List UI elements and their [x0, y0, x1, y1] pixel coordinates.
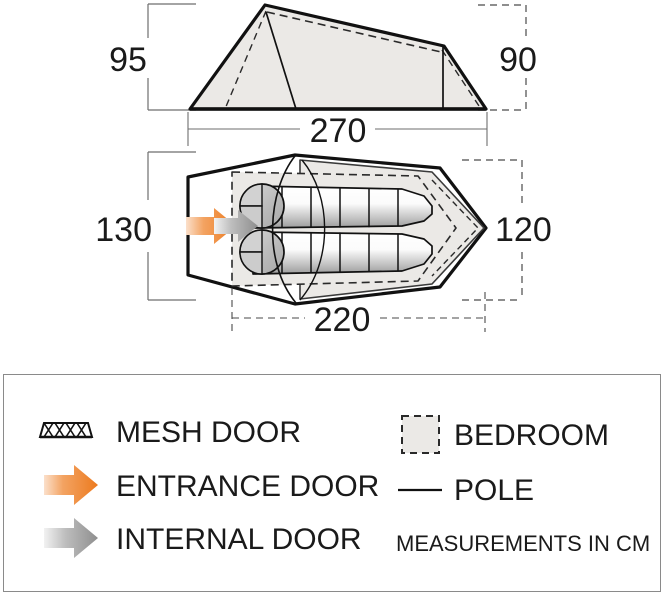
dimension-label-height-left: 95 — [109, 41, 147, 79]
legend-item-entrance-door: ENTRANCE DOOR — [44, 465, 379, 505]
tent-side-elevation — [188, 3, 488, 111]
plan-vestibule-tip-inner — [431, 179, 479, 277]
elevation-inner-front-dashed — [224, 10, 267, 110]
plan-pole-arc — [271, 155, 297, 304]
dimension-label-length: 270 — [310, 112, 367, 150]
tent-floor-plan — [186, 153, 488, 306]
sleeping-bag-top-hood — [239, 183, 263, 207]
elevation-height-right-dimension: 90 — [478, 4, 537, 111]
grey-arrow-icon — [44, 518, 98, 558]
orange-arrow-icon — [44, 465, 98, 505]
mesh-door-icon — [38, 422, 94, 439]
legend-label-internal-door: INTERNAL DOOR — [116, 523, 362, 556]
legend-item-internal-door: INTERNAL DOOR — [44, 518, 362, 558]
plan-entrance-door-arrow — [186, 208, 236, 244]
sleeping-bag-top-body — [252, 185, 433, 229]
legend-label-mesh-door: MESH DOOR — [116, 416, 301, 449]
sleeping-bag-bottom-hood-lower — [239, 251, 263, 275]
dimension-label-width-right: 120 — [495, 211, 552, 249]
tent-drawing-area: 95 90 270 — [95, 3, 552, 339]
dashed-square-icon — [401, 415, 440, 454]
legend-item-pole: POLE — [398, 474, 534, 507]
sleeping-bag-bottom-hood — [239, 229, 263, 253]
plan-pole-arc-secondary — [299, 159, 326, 301]
plan-width-right-dimension: 120 — [462, 159, 552, 301]
elevation-fly-body — [188, 3, 488, 111]
dimension-label-height-right: 90 — [499, 41, 537, 79]
dimension-label-width-left: 130 — [95, 211, 152, 249]
legend-label-pole: POLE — [454, 474, 534, 507]
elevation-height-left-dimension: 95 — [109, 3, 196, 111]
elevation-inner-ridge-dashed — [266, 11, 442, 53]
legend-item-bedroom: BEDROOM — [401, 415, 609, 454]
sleeping-bag-top-ribs — [281, 186, 399, 228]
legend-measurements-note: MEASUREMENTS IN CM — [396, 531, 650, 556]
plan-sleeping-bag-top — [239, 183, 433, 229]
plan-sleeping-bag-bottom — [239, 229, 433, 275]
sleeping-bag-bottom-body — [252, 231, 433, 275]
dimension-label-bedroom-length: 220 — [314, 301, 371, 339]
elevation-length-dimension: 270 — [187, 112, 488, 150]
plan-internal-door-arrow — [214, 210, 258, 242]
legend-item-mesh-door: MESH DOOR — [38, 416, 301, 449]
plan-width-left-dimension: 130 — [95, 151, 196, 301]
elevation-pole-front — [265, 11, 297, 110]
legend-label-entrance-door: ENTRANCE DOOR — [116, 470, 379, 503]
legend-label-bedroom: BEDROOM — [454, 419, 609, 452]
legend-content: MESH DOOR ENTRANCE DOOR INTERNAL DOOR — [38, 415, 650, 558]
plan-bedroom-length-dimension: 220 — [231, 288, 486, 339]
legend-panel: MESH DOOR ENTRANCE DOOR INTERNAL DOOR — [3, 374, 661, 592]
